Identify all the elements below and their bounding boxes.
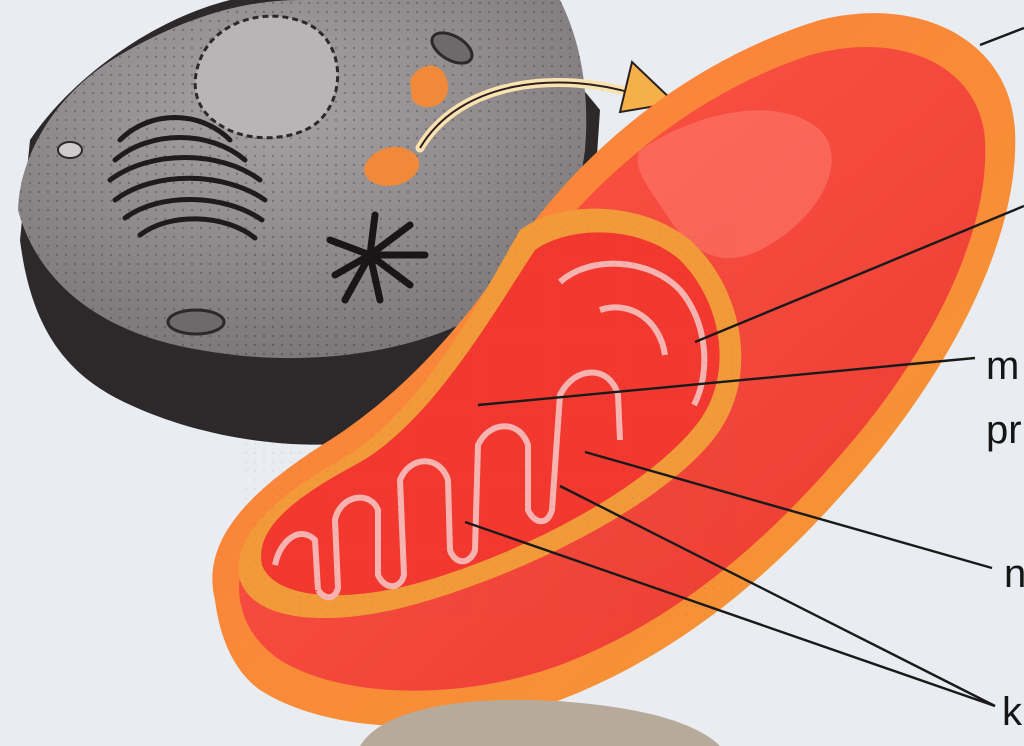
leader-line-m (477, 356, 976, 407)
leader-line-k-b (464, 520, 996, 708)
leader-line-k-a (559, 484, 996, 708)
label-n: n (1004, 552, 1024, 596)
leader-line-inner-membrane (694, 204, 1024, 344)
mitochondrion (212, 13, 1016, 727)
bottom-organelle (360, 699, 720, 746)
label-k: k (1002, 690, 1022, 734)
label-pr: pr (986, 408, 1022, 452)
leader-lines (464, 26, 1024, 708)
leader-line-outer-membrane (979, 26, 1024, 47)
label-m: m (986, 344, 1020, 388)
leader-line-n (584, 450, 993, 570)
